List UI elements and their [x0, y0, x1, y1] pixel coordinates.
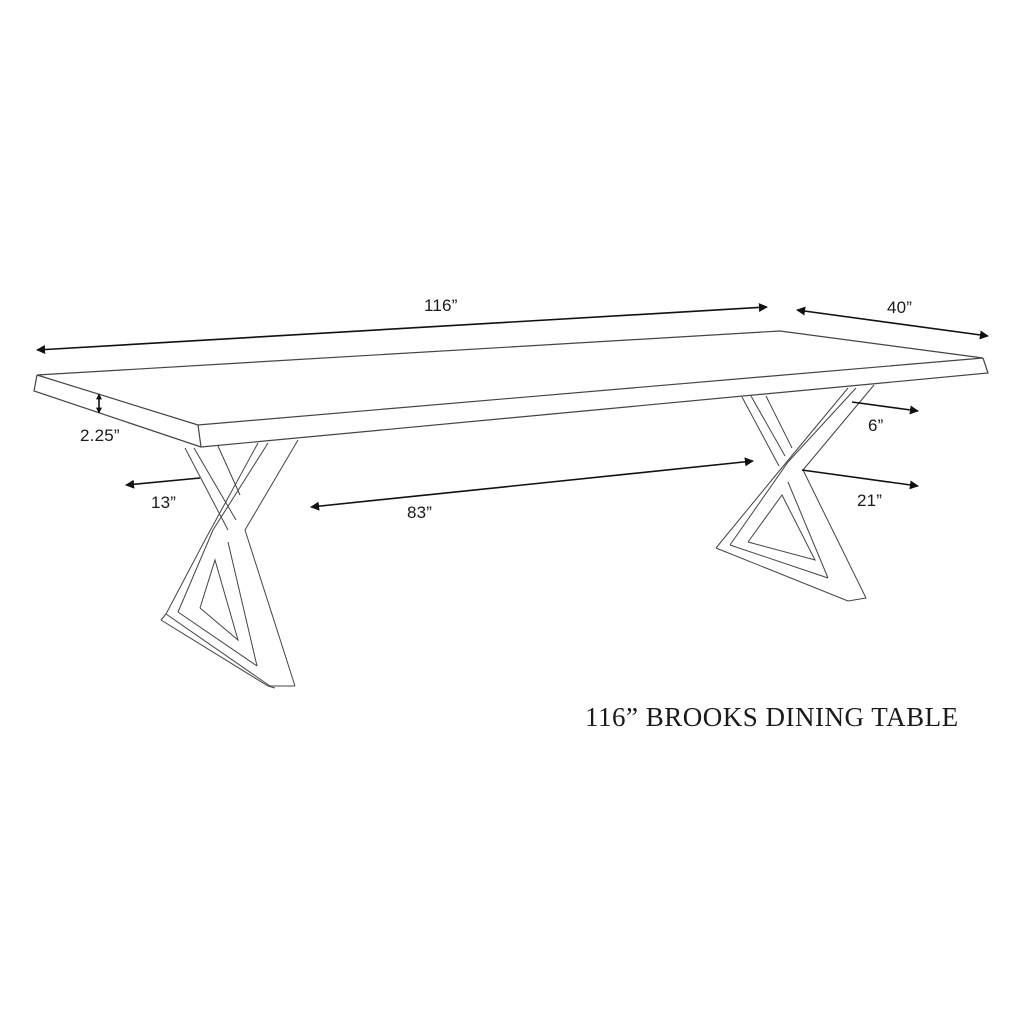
table-top — [34, 331, 988, 447]
length-label: 116” — [424, 296, 458, 315]
thickness-label: 2.25” — [80, 426, 120, 445]
leg-base-arrow — [802, 470, 919, 490]
product-title: 116” BROOKS DINING TABLE — [585, 702, 959, 732]
leg-width-label: 6” — [868, 416, 884, 435]
dimension-arrows — [36, 302, 989, 511]
leg-spacing-label: 83” — [407, 503, 433, 522]
leg-depth-arrow — [125, 478, 200, 489]
length-arrow — [36, 302, 768, 355]
right-leg — [716, 385, 874, 601]
leg-spacing-arrow — [310, 457, 754, 511]
leg-base-label: 21” — [857, 491, 883, 510]
leg-depth-label: 13” — [151, 493, 177, 512]
width-label: 40” — [887, 298, 913, 317]
width-arrow — [796, 306, 989, 340]
leg-width-arrow — [852, 402, 919, 415]
left-leg — [161, 440, 298, 688]
